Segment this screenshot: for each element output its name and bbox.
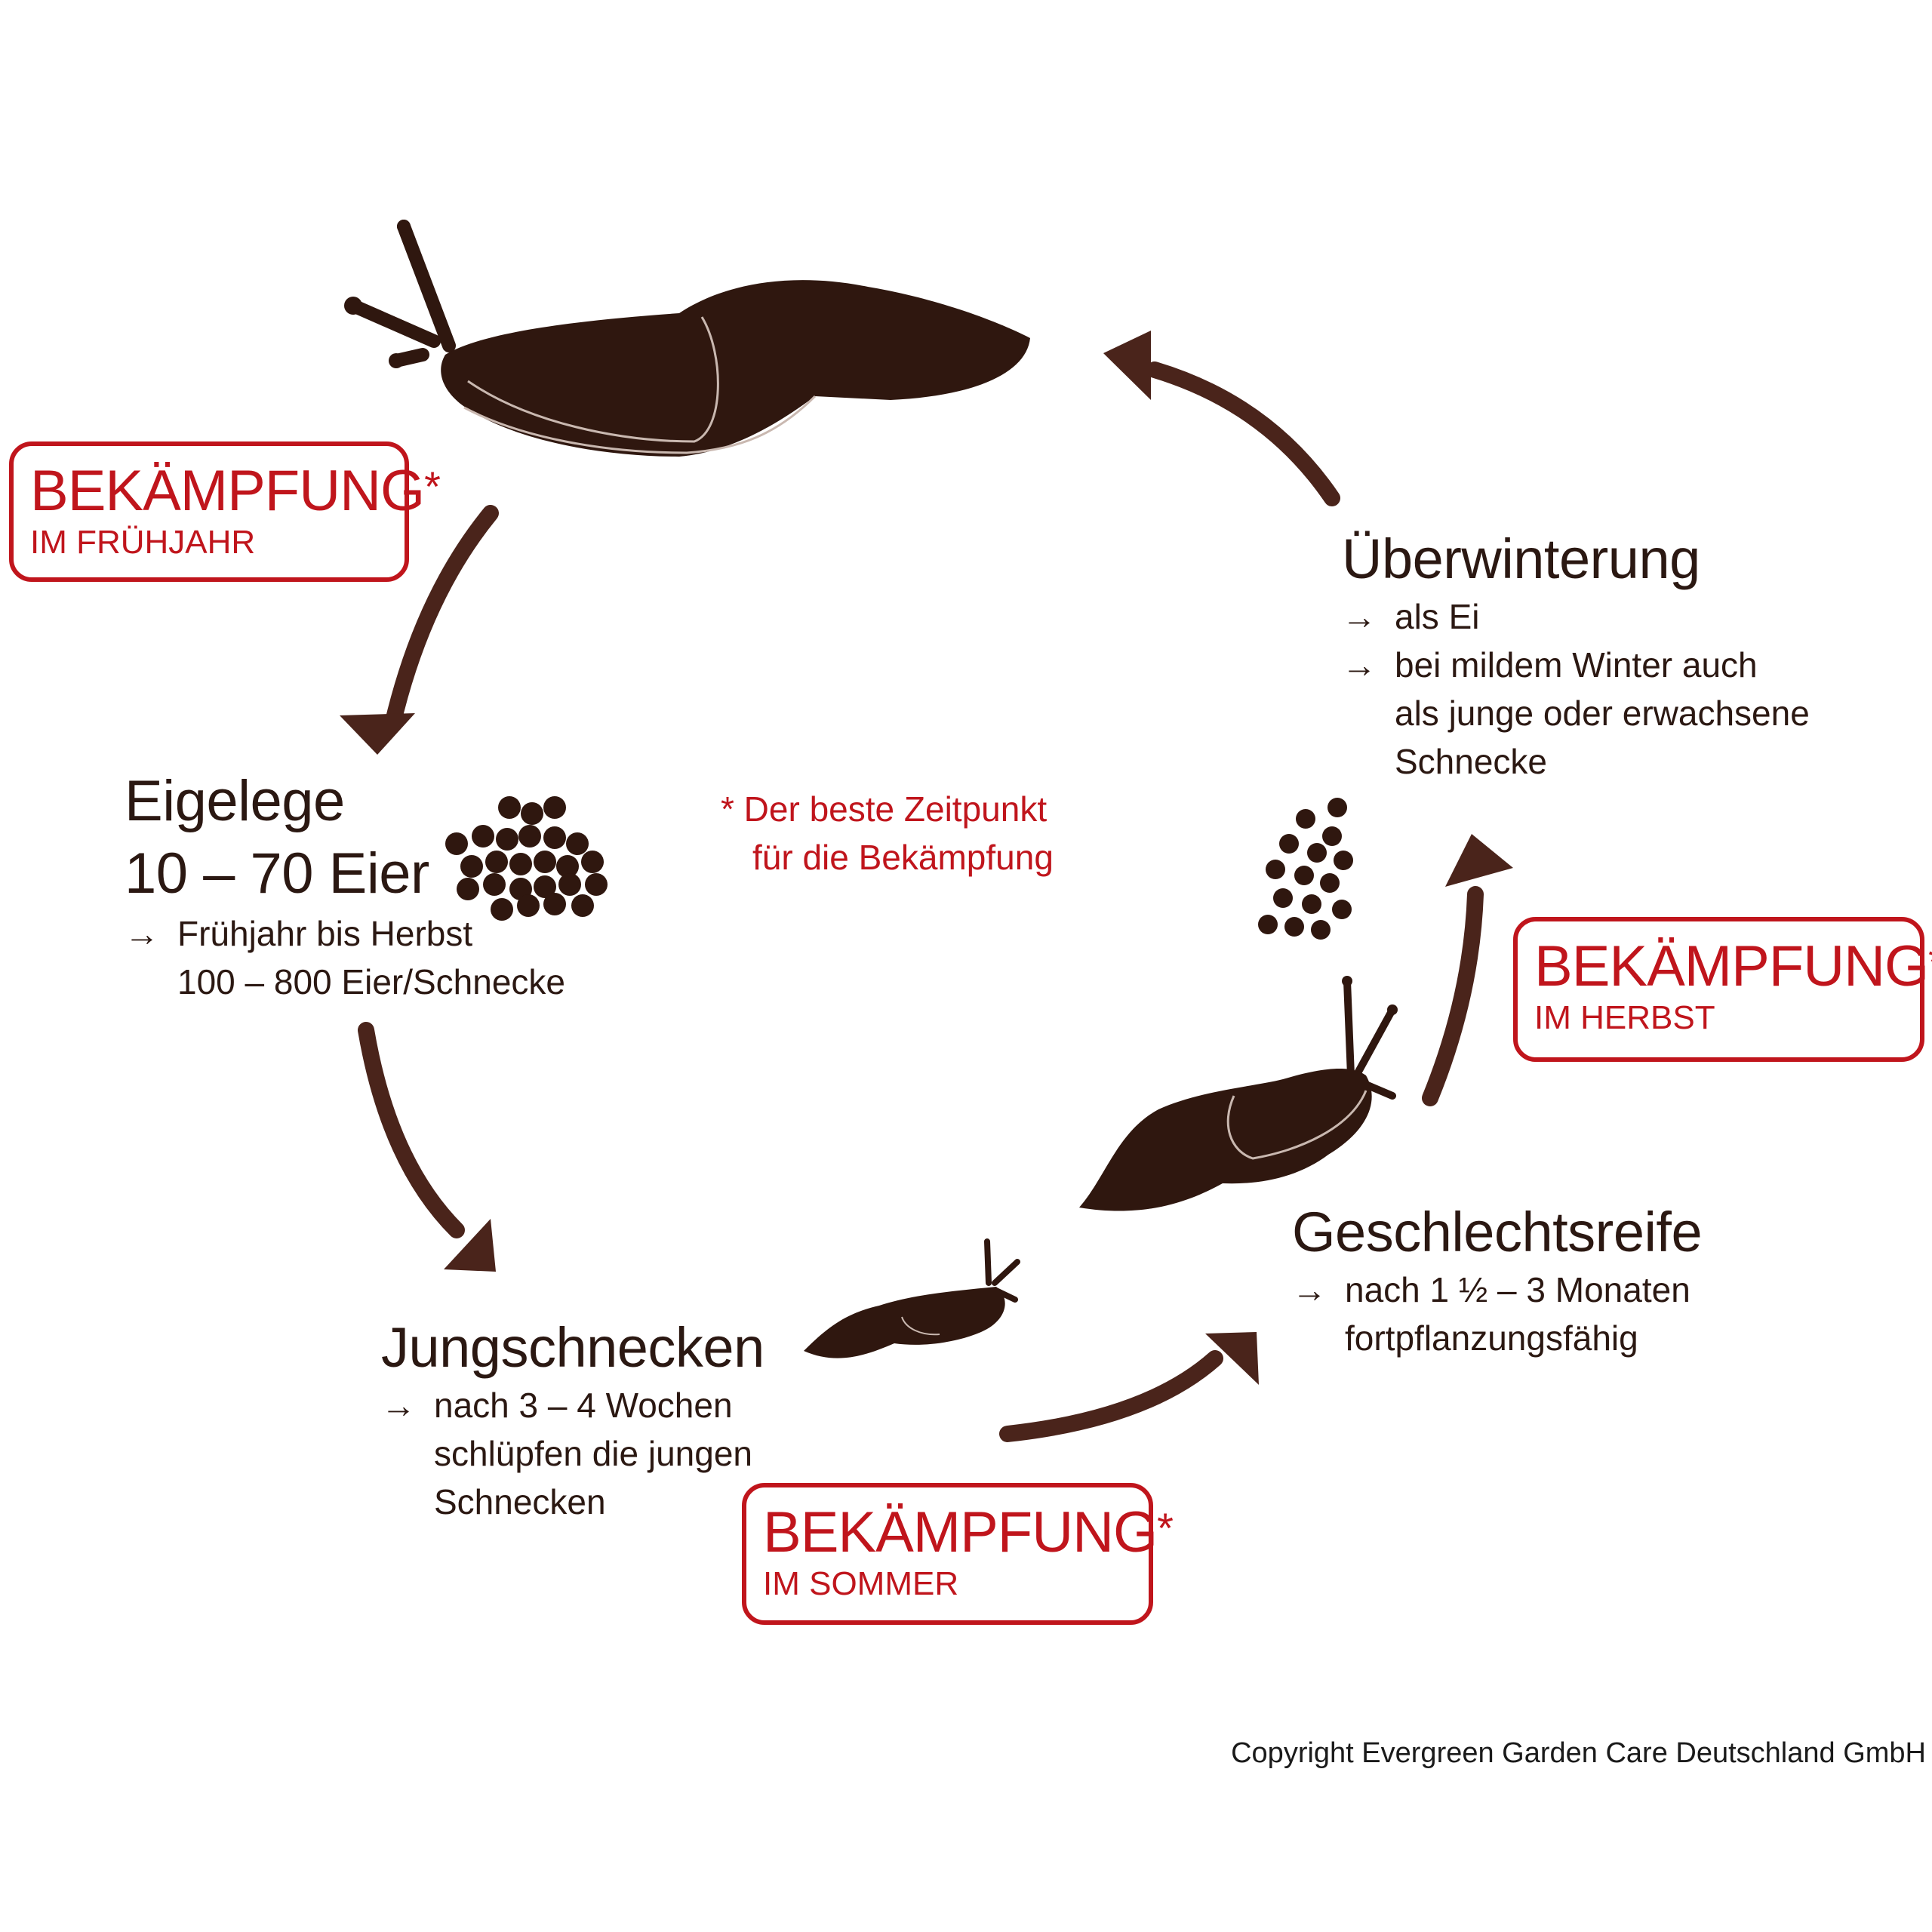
bullet-arrow-icon: → [1292,1270,1327,1310]
best-time-note: * Der beste Zeitpunkt für die Bekämpfung [721,785,1054,881]
badge-spring-star: * [424,463,441,510]
arrow-to-ueberwinterung [1422,886,1484,1106]
cycle-arrows [340,331,1513,1442]
badge-summer-star: * [1157,1504,1174,1552]
stage-geschlechtsreife-title: Geschlechtsreife [1292,1201,1703,1263]
best-time-note-line2: für die Bekämpfung [752,838,1054,877]
stage-ueberwinterung-title: Überwinterung [1342,528,1700,590]
juvenile-slug-illustration [804,1238,1020,1358]
arrowhead-to-adult [1103,331,1151,400]
stage-jungschnecken: Jungschnecken → nach 3 – 4 Wochen schlüp… [381,1316,764,1522]
arrow-to-geschlechtsreife [999,1350,1223,1442]
badge-autumn: BEKÄMPFUNG* IM HERBST [1513,917,1932,1062]
best-time-note-line1: * Der beste Zeitpunkt [721,789,1048,829]
badge-spring-subtitle: IM FRÜHJAHR [30,524,256,561]
arrow-to-jungschnecken [358,1022,465,1238]
stage-ueberwinterung: Überwinterung → als Ei → bei mildem Wint… [1342,528,1810,782]
badge-spring-title: BEKÄMPFUNG [30,459,425,523]
stage-jungschnecken-title: Jungschnecken [381,1316,764,1379]
badge-spring: BEKÄMPFUNG* IM FRÜHJAHR [9,441,441,582]
stage-eigelege-title-line2: 10 – 70 Eier [125,841,429,906]
egg-cluster-small [1258,798,1353,940]
badge-autumn-title: BEKÄMPFUNG [1534,934,1929,998]
arrow-to-eigelege [384,505,499,733]
stage-eigelege-title-line1: Eigelege [125,769,345,833]
stage-geschlechtsreife-bullet: → nach 1 ½ – 3 Monaten [1292,1266,1702,1314]
badge-summer-title: BEKÄMPFUNG [763,1500,1158,1564]
badge-summer: BEKÄMPFUNG* IM SOMMER [742,1483,1174,1625]
arrowhead-to-eigelege [340,713,415,755]
stage-geschlechtsreife: Geschlechtsreife → nach 1 ½ – 3 Monaten … [1292,1201,1703,1358]
arrow-to-adult [1146,361,1340,506]
arrowhead-to-jungschnecken [444,1219,496,1272]
stage-ueberwinterung-bullet-1: → als Ei [1342,592,1810,641]
bullet-arrow-icon: → [381,1386,416,1426]
bullet-arrow-icon: → [1342,645,1377,685]
bullet-arrow-icon: → [125,914,159,954]
badge-summer-subtitle: IM SOMMER [763,1565,959,1602]
stage-ueberwinterung-bullet-2: → bei mildem Winter auch [1342,641,1810,689]
badge-autumn-star: * [1928,938,1932,986]
stage-eigelege-bullet: → Frühjahr bis Herbst [125,909,565,958]
bullet-arrow-icon: → [1342,597,1377,637]
egg-cluster-large [445,796,608,921]
copyright-notice: Copyright Evergreen Garden Care Deutschl… [1231,1737,1926,1769]
badge-autumn-subtitle: IM HERBST [1534,999,1715,1036]
arrowhead-to-geschlechtsreife [1205,1332,1259,1385]
arrowhead-to-ueberwinterung [1445,834,1513,887]
stage-eigelege: Eigelege 10 – 70 Eier → Frühjahr bis Her… [125,769,566,1002]
stage-jungschnecken-bullet: → nach 3 – 4 Wochen [381,1381,764,1429]
adult-slug-illustration [344,220,1030,457]
mature-slug-illustration [1079,976,1398,1211]
